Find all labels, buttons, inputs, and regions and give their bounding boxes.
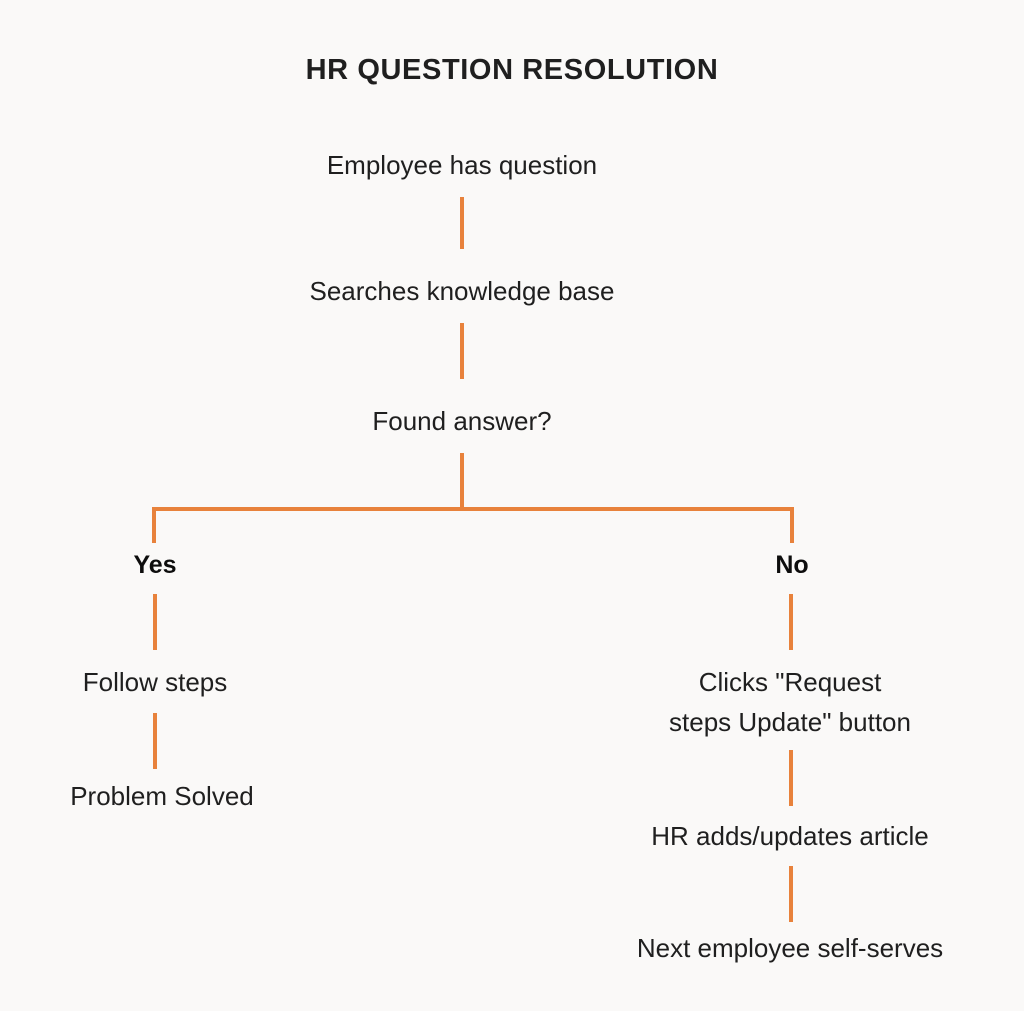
connector-no-to-clicks-request <box>789 594 793 650</box>
connector-employee-question-to-searches-kb <box>460 197 464 249</box>
branch-label-yes: Yes <box>133 551 177 579</box>
branch-label-no: No <box>775 551 809 579</box>
node-searches-knowledge-base: Searches knowledge base <box>309 276 615 306</box>
connector-split-horizontal-bar <box>152 507 794 511</box>
connector-follow-steps-to-problem-solved <box>153 713 157 769</box>
connector-searches-kb-to-found-answer <box>460 323 464 379</box>
connector-hr-updates-to-next-employee <box>789 866 793 922</box>
connector-found-answer-to-split <box>460 453 464 509</box>
node-next-employee-self-serves: Next employee self-serves <box>636 933 944 963</box>
page-title: HR QUESTION RESOLUTION <box>305 54 719 86</box>
node-problem-solved: Problem Solved <box>70 781 254 811</box>
node-hr-adds-updates-article: HR adds/updates article <box>651 821 929 851</box>
connector-clicks-request-to-hr-updates <box>789 750 793 806</box>
node-employee-has-question: Employee has question <box>326 150 598 180</box>
connector-split-to-yes-branch <box>152 507 156 543</box>
node-clicks-request-steps-update-button: Clicks "Request steps Update" button <box>669 667 911 737</box>
connector-split-to-no-branch <box>790 507 794 543</box>
node-follow-steps: Follow steps <box>82 667 228 697</box>
node-found-answer-decision: Found answer? <box>372 406 552 436</box>
connector-yes-to-follow-steps <box>153 594 157 650</box>
